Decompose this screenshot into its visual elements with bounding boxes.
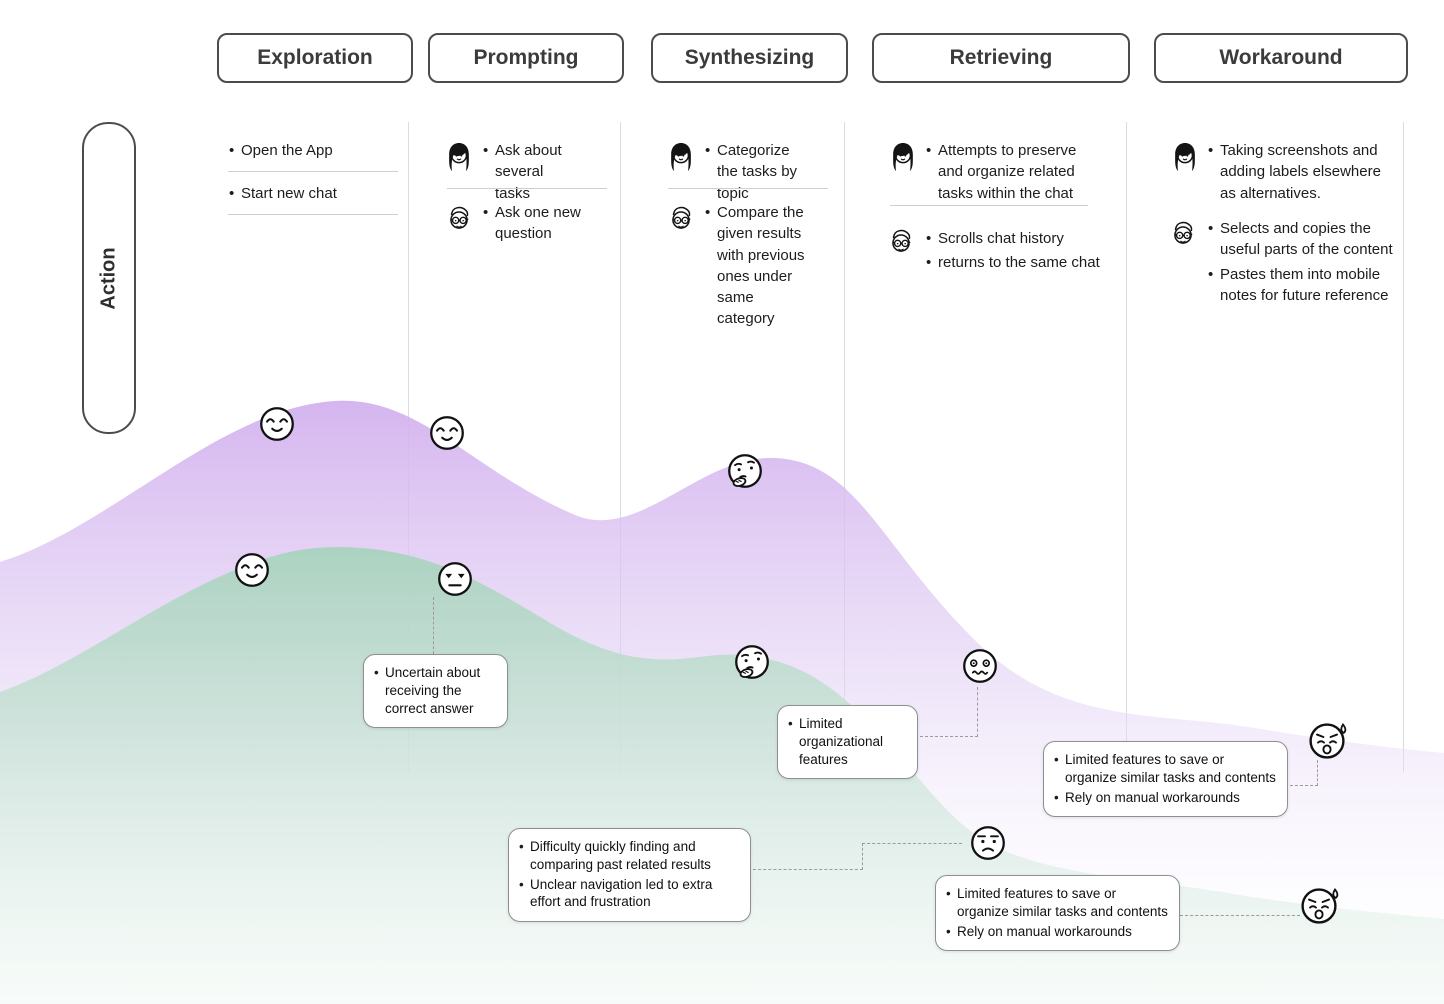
prompting-persona2-actions: Ask one new question — [482, 202, 582, 248]
glasses-avatar-icon — [666, 203, 696, 237]
callout-difficulty-finding: Difficulty quickly finding and comparing… — [508, 828, 751, 923]
callout-item: Rely on manual workarounds — [945, 923, 1169, 941]
stage-retrieving: Retrieving — [872, 33, 1130, 83]
callout-connector — [862, 843, 962, 844]
woman-avatar-icon — [444, 140, 474, 174]
action-item: Start new chat — [228, 183, 396, 205]
underline-divider — [668, 188, 828, 189]
column-separator — [1126, 122, 1127, 772]
retrieving-persona1-actions: Attempts to preserve and organize relate… — [925, 140, 1100, 207]
callout-item: Limited organizational features — [787, 715, 907, 768]
stage-exploration: Exploration — [217, 33, 413, 83]
thinking-emoji-icon — [733, 643, 771, 681]
callout-item: Unclear navigation led to extra effort a… — [518, 876, 740, 912]
action-item: Pastes them into mobile notes for future… — [1207, 264, 1395, 307]
anxious-emoji-icon — [1308, 720, 1350, 762]
glasses-avatar-icon — [444, 203, 474, 237]
callout-connector — [1180, 915, 1300, 916]
callout-limited-save-top: Limited features to save or organize sim… — [1043, 741, 1288, 818]
woman-avatar-icon — [666, 140, 696, 174]
column-separator — [844, 122, 845, 772]
workaround-persona2-actions: Selects and copies the useful parts of t… — [1207, 218, 1395, 309]
callout-connector — [1290, 785, 1318, 786]
action-item: Ask about several tasks — [482, 140, 582, 204]
callout-limited-organizational: Limited organizational features — [777, 705, 918, 780]
callout-connector — [862, 843, 863, 870]
synthesizing-persona2-actions: Compare the given results with previous … — [704, 202, 809, 333]
anxious-emoji-icon — [1300, 885, 1342, 927]
callout-item: Rely on manual workarounds — [1053, 789, 1277, 807]
callout-item: Uncertain about receiving the correct an… — [373, 664, 497, 717]
unamused-emoji-icon — [436, 560, 474, 598]
callout-item: Difficulty quickly finding and comparing… — [518, 838, 740, 874]
callout-connector — [1317, 760, 1318, 786]
action-item: Scrolls chat history — [925, 228, 1110, 250]
action-row-label-text: Action — [97, 246, 120, 310]
action-item: Categorize the tasks by topic — [704, 140, 814, 204]
happy-emoji-icon — [428, 414, 466, 452]
action-row-label: Action — [82, 122, 136, 434]
happy-emoji-icon — [258, 405, 296, 443]
action-item: Ask one new question — [482, 202, 582, 245]
prompting-persona1-actions: Ask about several tasks — [482, 140, 582, 207]
action-item: returns to the same chat — [925, 252, 1110, 274]
callout-connector — [920, 736, 978, 737]
column-separator — [620, 122, 621, 772]
glasses-avatar-icon — [1168, 218, 1198, 252]
happy-emoji-icon — [233, 551, 271, 589]
action-item: Taking screenshots and adding labels els… — [1207, 140, 1382, 204]
callout-item: Limited features to save or organize sim… — [1053, 751, 1277, 787]
woman-avatar-icon — [1170, 140, 1200, 174]
glasses-avatar-icon — [886, 226, 916, 260]
synthesizing-persona1-actions: Categorize the tasks by topic — [704, 140, 814, 207]
exploration-actions: Start new chat — [228, 183, 396, 207]
workaround-persona1-actions: Taking screenshots and adding labels els… — [1207, 140, 1382, 207]
underline-divider — [228, 171, 398, 172]
callout-connector — [753, 869, 863, 870]
callout-connector — [977, 687, 978, 737]
callout-item: Limited features to save or organize sim… — [945, 885, 1169, 921]
action-item: Open the App — [228, 140, 396, 162]
callout-uncertain: Uncertain about receiving the correct an… — [363, 654, 508, 729]
action-item: Attempts to preserve and organize relate… — [925, 140, 1100, 204]
stage-workaround: Workaround — [1154, 33, 1408, 83]
callout-connector — [433, 597, 434, 654]
weary-emoji-icon — [969, 824, 1007, 862]
retrieving-persona2-actions: Scrolls chat history returns to the same… — [925, 228, 1110, 277]
action-item: Compare the given results with previous … — [704, 202, 809, 330]
callout-limited-save-bottom: Limited features to save or organize sim… — [935, 875, 1180, 952]
action-item: Selects and copies the useful parts of t… — [1207, 218, 1395, 261]
woman-avatar-icon — [888, 140, 918, 174]
stage-synthesizing: Synthesizing — [651, 33, 848, 83]
underline-divider — [228, 214, 398, 215]
thinking-emoji-icon — [726, 452, 764, 490]
stage-prompting: Prompting — [428, 33, 624, 83]
underline-divider — [447, 188, 607, 189]
column-separator — [1403, 122, 1404, 772]
exploration-actions: Open the App — [228, 140, 396, 164]
dizzy-emoji-icon — [961, 647, 999, 685]
underline-divider — [890, 205, 1088, 206]
